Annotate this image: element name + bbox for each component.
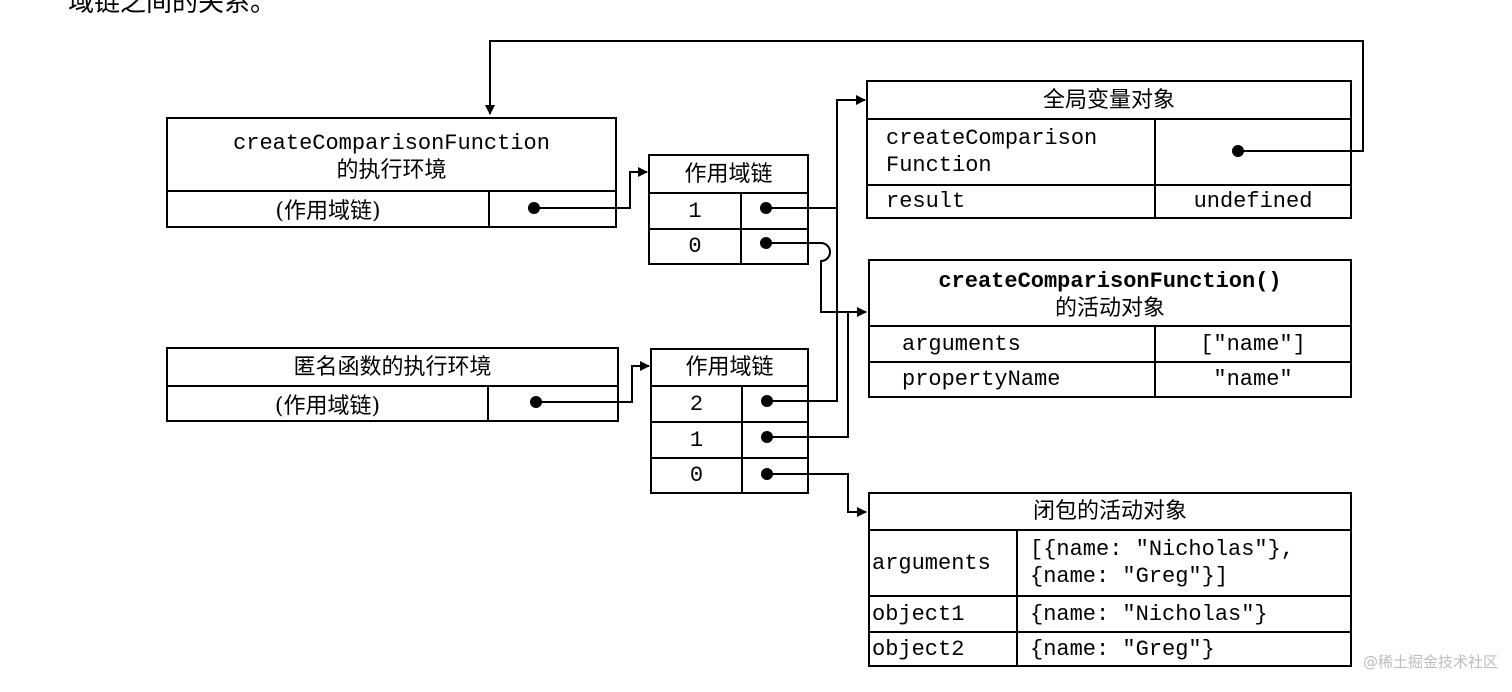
outer-ao-value: ["name"] (1200, 331, 1306, 357)
outer-ao-function-name: createComparisonFunction() (938, 269, 1282, 294)
outer-activation-object: createComparisonFunction() 的活动对象 argumen… (868, 259, 1352, 398)
scope-chain-index: 2 (689, 391, 704, 417)
outer-context-caption: 的执行环境 (336, 158, 447, 183)
outer-ao-caption: 的活动对象 (1054, 296, 1165, 321)
closure-ao-key: object2 (872, 636, 965, 662)
closure-ao-title: 闭包的活动对象 (1032, 499, 1187, 524)
closure-ao-value: {name: "Nicholas"} (1030, 601, 1268, 627)
outer-context-function-name: createComparisonFunction (233, 131, 550, 156)
global-object-value: undefined (1193, 189, 1313, 214)
scope-chain-index: 0 (689, 463, 704, 488)
outer-ao-value: "name" (1213, 367, 1293, 392)
outer-ao-title: createComparisonFunction() 的活动对象 (870, 265, 1350, 325)
closure-activation-object: 闭包的活动对象 arguments [{name: "Nicholas"}, {… (868, 492, 1352, 667)
closure-ao-key: object1 (872, 601, 965, 627)
closure-ao-key: arguments (872, 550, 991, 576)
outer-ao-key: arguments (902, 331, 1021, 357)
scope-chain-index: 1 (689, 427, 704, 453)
closure-ao-value: [{name: "Nicholas"}, {name: "Greg"}] (1030, 537, 1295, 589)
watermark: @稀土掘金技术社区 (1362, 653, 1498, 671)
outer-ao-key: propertyName (902, 367, 1061, 392)
closure-ao-value: {name: "Greg"} (1030, 636, 1215, 662)
scope-chain-closure: 作用域链 2 1 0 (650, 348, 809, 494)
global-object-key: result (886, 189, 966, 214)
anon-context-chain-label: (作用域链) (274, 393, 381, 419)
scope-chain-index: 1 (688, 198, 702, 224)
scope-chain-index: 0 (688, 234, 702, 259)
scope-chain-closure-title: 作用域链 (685, 355, 774, 380)
global-object-key: createComparison Function (886, 126, 1098, 178)
global-variable-object: 全局变量对象 createComparison Function result … (866, 80, 1352, 219)
intro-text: 域链之间的关系。 (68, 0, 277, 18)
anon-execution-context: 匿名函数的执行环境 (作用域链) (166, 347, 619, 422)
outer-execution-context: createComparisonFunction 的执行环境 (作用域链) (166, 117, 617, 228)
global-object-title: 全局变量对象 (1042, 87, 1175, 113)
outer-context-chain-label: (作用域链) (275, 199, 381, 224)
scope-chain-outer: 作用域链 1 0 (648, 154, 809, 265)
outer-context-title: createComparisonFunction 的执行环境 (168, 125, 615, 189)
scope-chain-outer-title: 作用域链 (684, 161, 773, 187)
anon-context-title: 匿名函数的执行环境 (293, 354, 492, 380)
